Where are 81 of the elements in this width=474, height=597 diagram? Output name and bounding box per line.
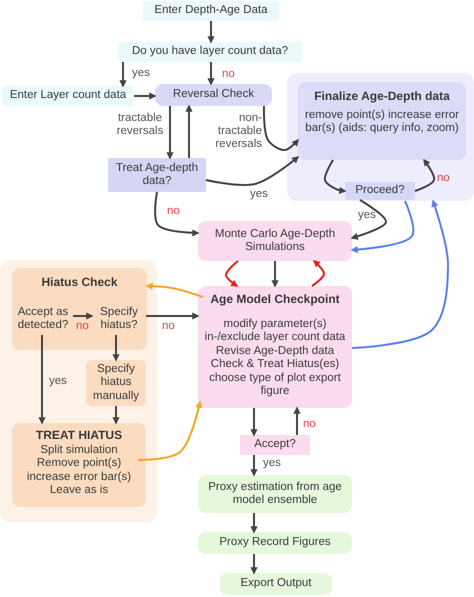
- process-box: [198, 532, 352, 554]
- box-title: TREAT HIATUS: [36, 428, 122, 442]
- decision-box: [118, 42, 302, 62]
- process-box: [298, 82, 466, 160]
- edge-label: no: [222, 68, 235, 82]
- arrow: [324, 159, 346, 194]
- arrow: [352, 200, 449, 349]
- decision-box: [108, 158, 206, 192]
- arrow: [112, 406, 120, 424]
- arrow: [250, 408, 258, 436]
- process-box: [12, 268, 147, 350]
- arrow: [350, 199, 387, 240]
- box-label: Treat Age-depth data?: [114, 162, 200, 188]
- edge-label: yes: [49, 375, 67, 388]
- arrow: [166, 106, 174, 160]
- box-label: Proxy Record Figures: [219, 536, 331, 550]
- arrow: [250, 554, 258, 574]
- edge-label: tractable reversals: [116, 112, 164, 138]
- arrow: [262, 106, 299, 151]
- panel: [287, 73, 474, 201]
- arrow: [134, 92, 156, 100]
- edge-label: yes: [132, 67, 150, 80]
- box-label: Do you have layer count data?: [132, 45, 288, 59]
- arrow: [311, 260, 325, 287]
- process-box: [198, 221, 352, 261]
- box-label: Accept as detected?: [16, 306, 70, 332]
- process-box: [155, 84, 272, 106]
- arrow: [414, 158, 436, 192]
- process-box: [12, 423, 146, 507]
- box-body: remove point(s) increase error bar(s) (aids: query info, zoom): [304, 109, 460, 136]
- process-box: [143, 1, 279, 21]
- arrow: [112, 335, 120, 362]
- edge-label: yes: [250, 188, 268, 202]
- arrow: [271, 261, 279, 288]
- arrow: [146, 312, 200, 320]
- box-label: Specify hiatus manually: [92, 362, 140, 404]
- edge-label: no: [162, 320, 175, 334]
- arrow: [207, 62, 215, 86]
- box-label: Accept?: [254, 438, 296, 452]
- arrow: [185, 104, 193, 158]
- edge-label: no: [76, 320, 89, 334]
- box-label: Enter Layer count data: [10, 89, 126, 103]
- edge-label: yes: [358, 209, 376, 222]
- edge-label: non-tractable reversals: [214, 112, 262, 152]
- process-box: [86, 360, 146, 406]
- box-label: Proxy estimation from age model ensemble: [207, 480, 343, 508]
- edge-label: yes: [263, 457, 281, 470]
- box-title: Age Model Checkpoint: [210, 292, 340, 306]
- arrow: [73, 312, 94, 320]
- box-body: modify parameter(s) in-/exclude layer count data Revise Age-Depth data Check & Treat Hiatus(es) choose type of plot export figure: [204, 318, 346, 399]
- arrow: [350, 200, 414, 254]
- arrow: [119, 62, 127, 88]
- process-box: [198, 286, 352, 408]
- edge-label: no: [167, 205, 180, 218]
- arrow: [250, 455, 258, 476]
- arrow: [38, 335, 46, 424]
- box-label: Enter Depth-Age Data: [154, 4, 268, 18]
- box-label: Specify hiatus?: [99, 306, 139, 332]
- edge-label: no: [303, 418, 316, 432]
- edge-label: no: [437, 172, 450, 186]
- arrow: [207, 21, 215, 44]
- arrow: [225, 260, 239, 287]
- box-label: Monte Carlo Age-Depth Simulations: [214, 228, 336, 254]
- box-label: Proceed?: [355, 184, 405, 198]
- arrow: [206, 156, 300, 186]
- box-label: Reversal Check: [172, 88, 254, 102]
- arrow: [250, 513, 258, 534]
- box-body: Split simulation Remove point(s) increase error bar(s) Leave as is: [26, 444, 132, 498]
- decision-box: [240, 435, 310, 455]
- process-box: [198, 475, 352, 513]
- decision-box: [345, 182, 415, 200]
- box-label: Export Output: [240, 577, 312, 591]
- arrow: [138, 400, 202, 461]
- arrow: [154, 192, 200, 236]
- arrow: [146, 282, 204, 298]
- process-box: [220, 573, 332, 595]
- box-title: Hiatus Check: [41, 275, 118, 290]
- box-title: Finalize Age-Depth data: [314, 89, 450, 104]
- arrow: [293, 406, 301, 435]
- process-box: [2, 86, 134, 106]
- panel: [0, 260, 157, 522]
